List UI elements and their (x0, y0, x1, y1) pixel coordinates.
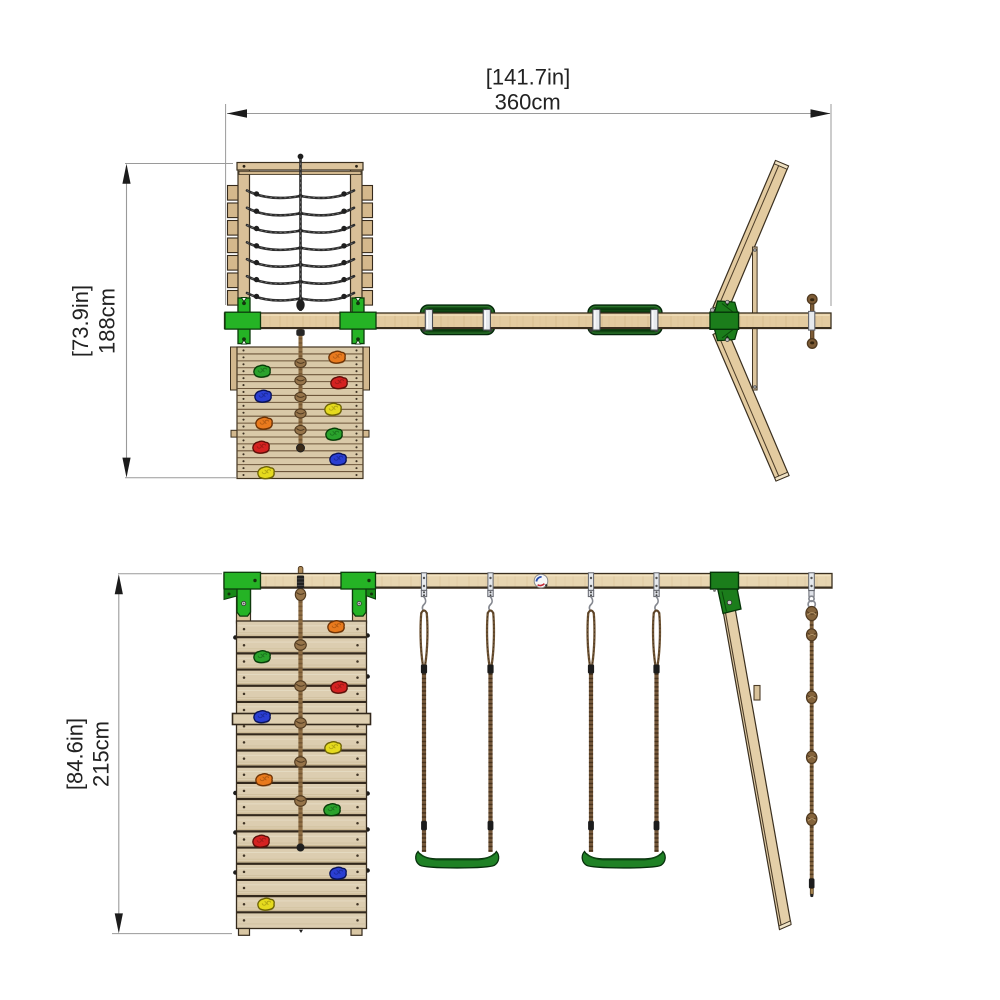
svg-text:[84.6in]: [84.6in] (63, 718, 88, 790)
svg-text:215cm: 215cm (89, 721, 114, 787)
svg-text:360cm: 360cm (495, 90, 561, 115)
svg-text:[73.9in]: [73.9in] (68, 285, 93, 357)
svg-text:188cm: 188cm (95, 288, 120, 354)
svg-text:[141.7in]: [141.7in] (486, 65, 570, 90)
